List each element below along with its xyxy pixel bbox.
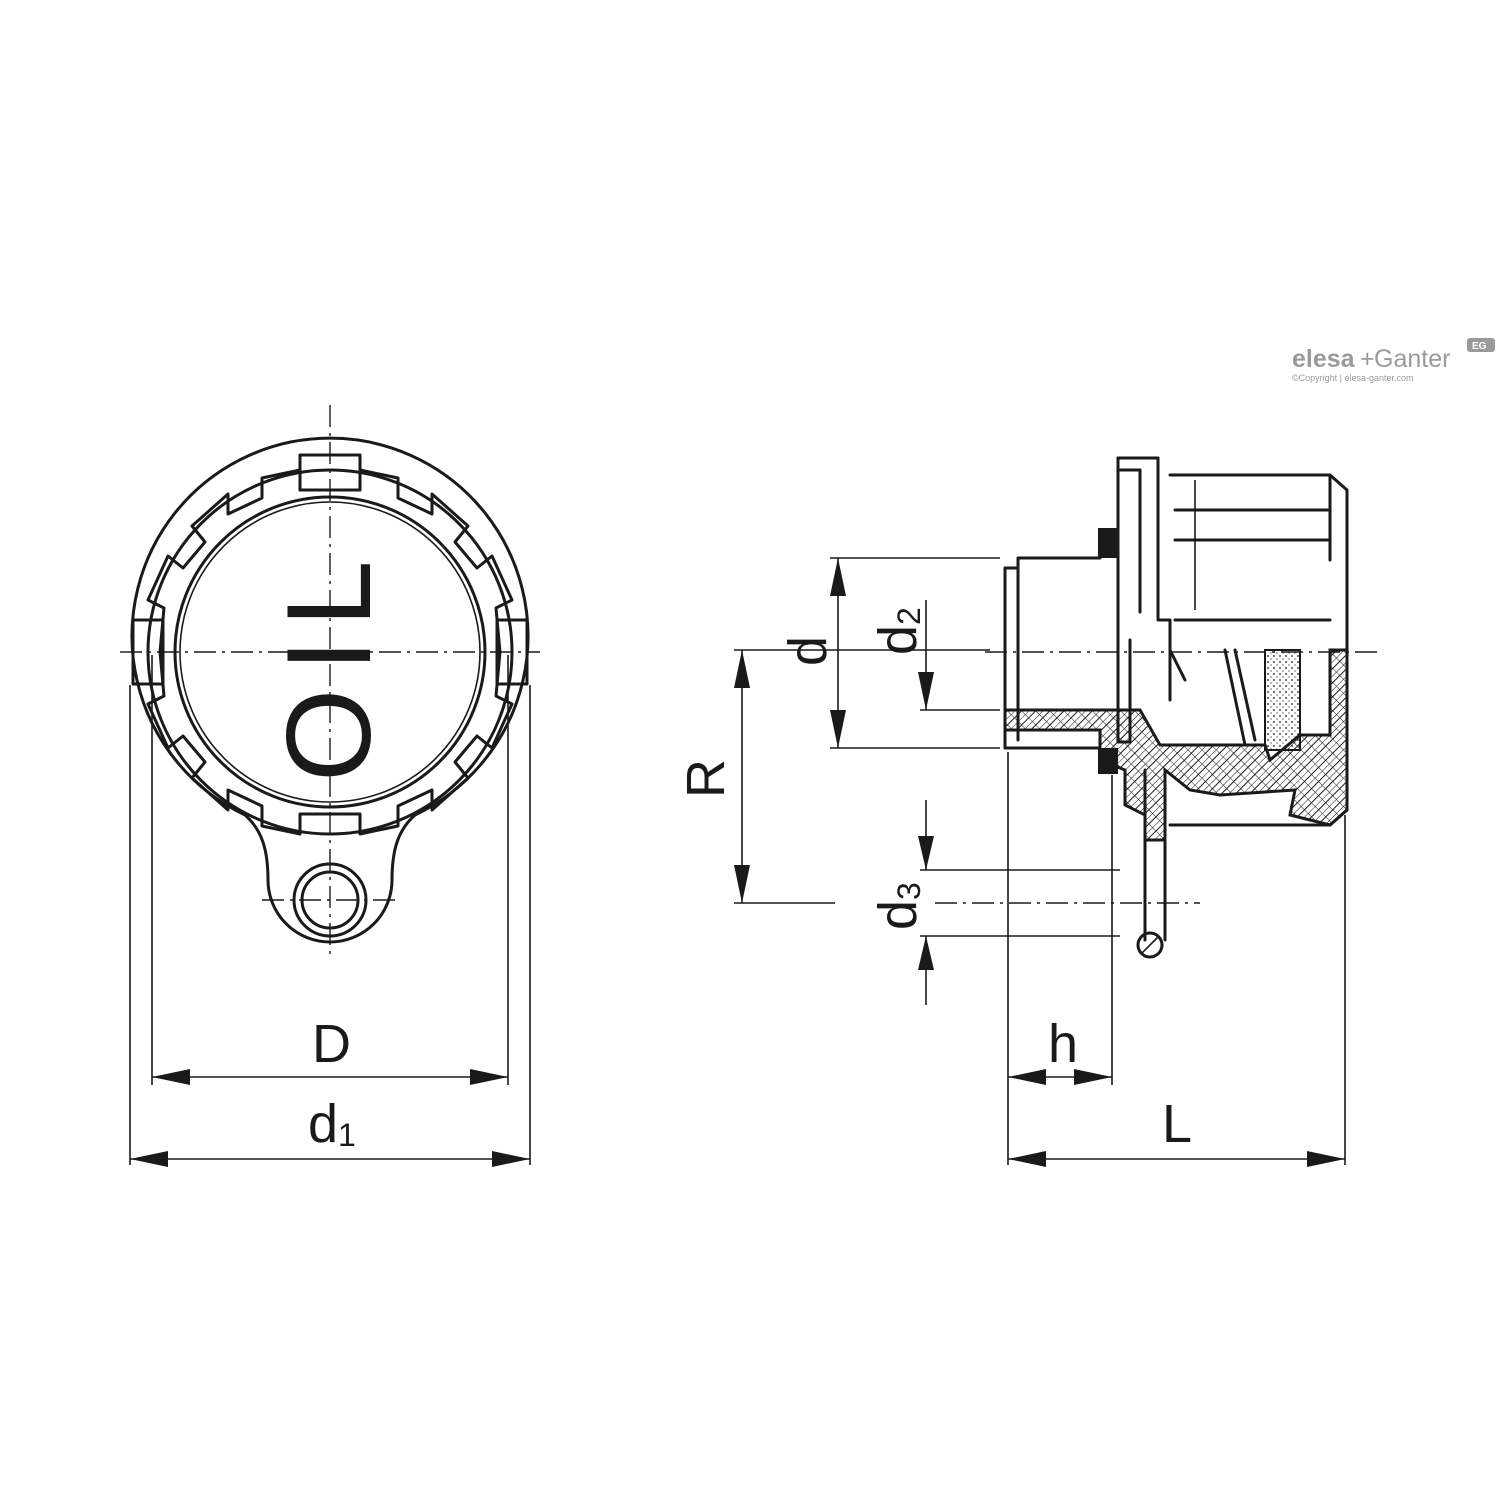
h-arrow-right — [1074, 1069, 1112, 1085]
d-arrow-bottom — [830, 710, 846, 748]
copyright-text: ©Copyright | elesa-ganter.com — [1292, 373, 1414, 383]
ring-inner-edge — [146, 468, 514, 836]
D-arrow-right — [470, 1069, 508, 1085]
d1-arrow-left — [130, 1151, 168, 1167]
dimension-L-label: L — [1162, 1094, 1192, 1154]
front-view: O I L D d1 — [120, 405, 540, 1167]
d3-arrow-top — [918, 836, 934, 870]
D-arrow-left — [152, 1069, 190, 1085]
symbol-closed: L — [262, 560, 396, 627]
seal-top — [1098, 528, 1118, 558]
d1-main: d — [308, 1094, 338, 1154]
brand-badge-box — [1467, 338, 1495, 352]
eyelet-inner-circle — [300, 870, 360, 930]
R-arrow-top — [734, 650, 750, 688]
flange-outline — [1116, 456, 1172, 702]
dimension-d-label: d — [778, 636, 838, 666]
dimension-d3-label: d3 — [868, 882, 928, 930]
symbol-open: O — [262, 689, 396, 782]
brand-badge: EG — [1472, 341, 1487, 352]
L-arrow-left — [1008, 1151, 1046, 1167]
neck-outline — [1003, 556, 1102, 750]
strap-end — [1136, 931, 1164, 959]
d2-sub: 2 — [891, 607, 927, 625]
d2-arrow — [918, 672, 934, 710]
strap-outline — [1143, 768, 1167, 942]
flange-front — [1116, 456, 1132, 744]
dimension-d2-label: d2 — [868, 607, 928, 655]
d3-main: d — [868, 900, 928, 930]
cap-top-tab — [298, 453, 362, 492]
strap-end-hatch — [1141, 936, 1159, 954]
dimension-D-label: D — [312, 1014, 351, 1074]
symbol-level: I — [262, 639, 396, 672]
d-arrow-top — [830, 558, 846, 596]
brand-logo: elesa + Ganter EG ©Copyright | elesa-gan… — [1292, 338, 1495, 383]
cap-right-tab — [495, 618, 529, 686]
cap-left-tab — [131, 618, 165, 686]
cap-outer-circle — [173, 495, 487, 809]
brand-name-part2: Ganter — [1374, 345, 1450, 373]
dimension-d1-label: d1 — [308, 1094, 356, 1154]
brand-name-part1: elesa — [1292, 345, 1356, 373]
cap-symbols: O I L — [262, 560, 396, 782]
hatched-section — [1003, 648, 1349, 842]
side-view: d d2 R d3 h L — [676, 456, 1380, 1167]
filter-support — [1168, 648, 1257, 747]
cap-inner-circle — [179, 501, 481, 803]
d1-sub: 1 — [338, 1117, 356, 1153]
dimension-h-label: h — [1048, 1014, 1078, 1074]
d3-arrow-bottom — [918, 936, 934, 970]
L-arrow-right — [1307, 1151, 1345, 1167]
eyelet-outer-circle — [292, 862, 368, 938]
R-arrow-bottom — [734, 865, 750, 903]
crenellated-ring — [146, 468, 514, 836]
h-arrow-left — [1008, 1069, 1046, 1085]
filter-element — [1264, 649, 1301, 751]
d3-sub: 3 — [891, 882, 927, 900]
brand-plus: + — [1360, 345, 1375, 373]
d1-arrow-right — [492, 1151, 530, 1167]
dimension-R-label: R — [676, 759, 736, 798]
